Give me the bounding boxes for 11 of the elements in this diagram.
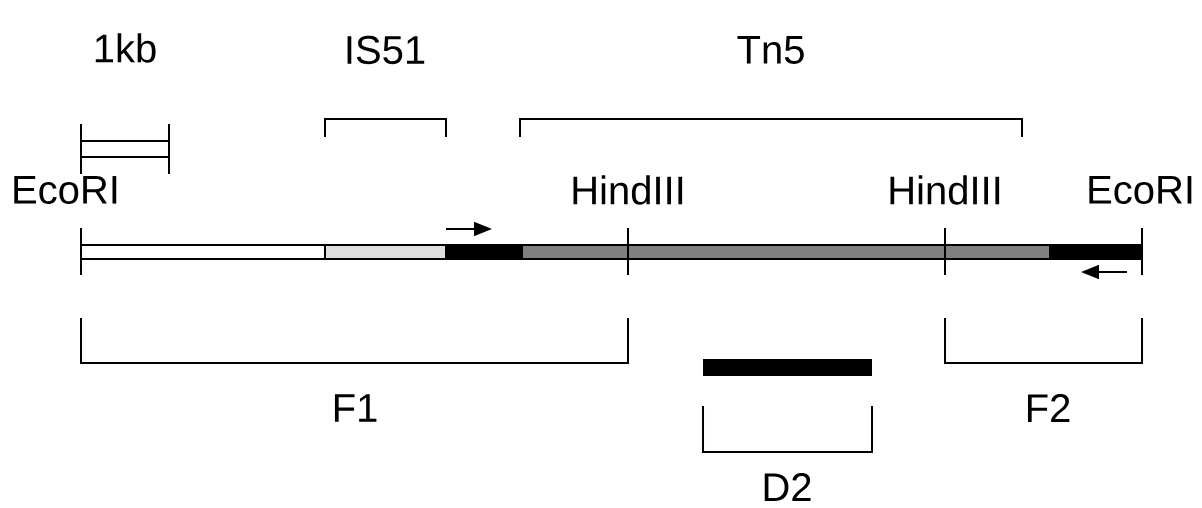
element-label: Tn5 <box>737 36 804 64</box>
site-label: EcoRI <box>1089 176 1192 204</box>
probe-bar <box>703 359 872 376</box>
fragment-label: D2 <box>764 473 811 501</box>
fragment-label: F2 <box>1027 394 1070 422</box>
site-label: HindIII <box>573 175 683 205</box>
site-label: EcoRI <box>14 176 117 204</box>
site-label: HindIII <box>890 175 1000 205</box>
scale-label: 1kb <box>95 33 156 63</box>
fragment-label: F1 <box>334 394 377 422</box>
element-label: IS51 <box>347 35 425 65</box>
